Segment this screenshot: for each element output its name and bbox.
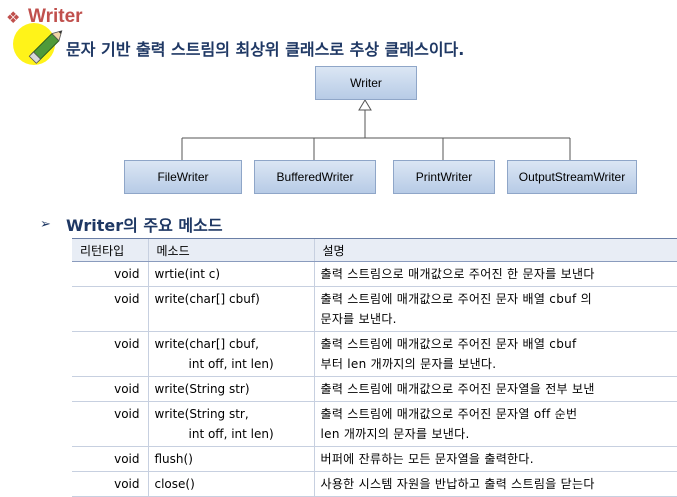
pencil-pointer-icon xyxy=(13,23,63,65)
methods-table: 리턴타입 메소드 설명 void wrtie(int c) 출력 스트림으로 매… xyxy=(72,238,677,497)
class-box-printwriter: PrintWriter xyxy=(393,160,495,194)
table-row: void write(String str) 출력 스트림에 매개값으로 주어진… xyxy=(72,376,677,402)
class-hierarchy-diagram: Writer FileWriter BufferedWriter PrintWr… xyxy=(0,0,677,210)
header-method: 메소드 xyxy=(147,238,314,262)
description-line: 출력 스트림으로 매개값으로 주어진 한 문자를 보낸다 xyxy=(320,267,595,281)
return-type-cell: void xyxy=(72,446,148,472)
method-line: int off, int len) xyxy=(188,357,274,371)
hierarchy-connectors xyxy=(181,99,571,160)
slide-title: ❖ Writer xyxy=(6,6,83,28)
description-line: 사용한 시스템 자원을 반납하고 출력 스트림을 닫는다 xyxy=(320,477,595,491)
diamond-bullet-icon: ❖ xyxy=(6,7,21,27)
method-cell: write(char[] cbuf) xyxy=(147,286,314,332)
table-row: void write(String str, int off, int len)… xyxy=(72,401,677,447)
return-type-cell: void xyxy=(72,401,148,447)
description-line: 출력 스트림에 매개값으로 주어진 문자열 off 순번 xyxy=(320,407,578,421)
description-cell: 출력 스트림에 매개값으로 주어진 문자 배열 cbuf 의 문자를 보낸다. xyxy=(313,286,677,332)
subtitle-text: 문자 기반 출력 스트림의 최상위 클래스로 추상 클래스이다. xyxy=(66,40,465,59)
table-row: void wrtie(int c) 출력 스트림으로 매개값으로 주어진 한 문… xyxy=(72,261,677,287)
method-cell: write(char[] cbuf, int off, int len) xyxy=(147,331,314,377)
method-line: flush() xyxy=(154,452,193,466)
method-line: write(String str, xyxy=(154,407,249,421)
description-cell: 출력 스트림으로 매개값으로 주어진 한 문자를 보낸다 xyxy=(313,261,677,287)
table-row: void write(char[] cbuf, int off, int len… xyxy=(72,331,677,377)
description-cell: 버퍼에 잔류하는 모든 문자열을 출력한다. xyxy=(313,446,677,472)
class-box-outputstreamwriter: OutputStreamWriter xyxy=(507,160,637,194)
header-description: 설명 xyxy=(313,238,677,262)
table-row: void close() 사용한 시스템 자원을 반납하고 출력 스트림을 닫는… xyxy=(72,471,677,497)
arrow-bullet-icon: ➢ xyxy=(40,216,51,232)
class-box-root: Writer xyxy=(315,66,417,100)
table-header-row: 리턴타입 메소드 설명 xyxy=(72,238,677,262)
method-line: close() xyxy=(154,477,195,491)
method-cell: close() xyxy=(147,471,314,497)
method-line: write(String str) xyxy=(154,382,250,396)
method-line: int off, int len) xyxy=(188,427,274,441)
description-line: len 개까지의 문자를 보낸다. xyxy=(320,427,470,441)
description-cell: 출력 스트림에 매개값으로 주어진 문자열을 전부 보낸 xyxy=(313,376,677,402)
description-line: 문자를 보낸다. xyxy=(320,312,397,326)
description-line: 출력 스트림에 매개값으로 주어진 문자열을 전부 보낸 xyxy=(320,382,595,396)
description-line: 출력 스트림에 매개값으로 주어진 문자 배열 cbuf xyxy=(320,337,577,351)
title-text: Writer xyxy=(28,6,83,27)
section-heading: ➢ Writer의 주요 메소드 xyxy=(40,212,223,236)
method-cell: flush() xyxy=(147,446,314,472)
section-title: Writer의 주요 메소드 xyxy=(66,216,223,235)
method-cell: write(String str) xyxy=(147,376,314,402)
header-return-type: 리턴타입 xyxy=(72,238,148,262)
return-type-cell: void xyxy=(72,376,148,402)
description-line: 출력 스트림에 매개값으로 주어진 문자 배열 cbuf 의 xyxy=(320,292,593,306)
table-row: void flush() 버퍼에 잔류하는 모든 문자열을 출력한다. xyxy=(72,446,677,472)
return-type-cell: void xyxy=(72,331,148,377)
class-box-bufferedwriter: BufferedWriter xyxy=(254,160,376,194)
description-cell: 출력 스트림에 매개값으로 주어진 문자열 off 순번 len 개까지의 문자… xyxy=(313,401,677,447)
method-cell: write(String str, int off, int len) xyxy=(147,401,314,447)
description-cell: 출력 스트림에 매개값으로 주어진 문자 배열 cbuf 부터 len 개까지의… xyxy=(313,331,677,377)
method-cell: wrtie(int c) xyxy=(147,261,314,287)
return-type-cell: void xyxy=(72,471,148,497)
description-line: 부터 len 개까지의 문자를 보낸다. xyxy=(320,357,497,371)
description-line: 버퍼에 잔류하는 모든 문자열을 출력한다. xyxy=(320,452,534,466)
method-line: write(char[] cbuf) xyxy=(154,292,260,306)
return-type-cell: void xyxy=(72,261,148,287)
table-row: void write(char[] cbuf) 출력 스트림에 매개값으로 주어… xyxy=(72,286,677,332)
class-box-filewriter: FileWriter xyxy=(124,160,242,194)
method-line: write(char[] cbuf, xyxy=(154,337,259,351)
return-type-cell: void xyxy=(72,286,148,332)
method-line: wrtie(int c) xyxy=(154,267,221,281)
description-cell: 사용한 시스템 자원을 반납하고 출력 스트림을 닫는다 xyxy=(313,471,677,497)
